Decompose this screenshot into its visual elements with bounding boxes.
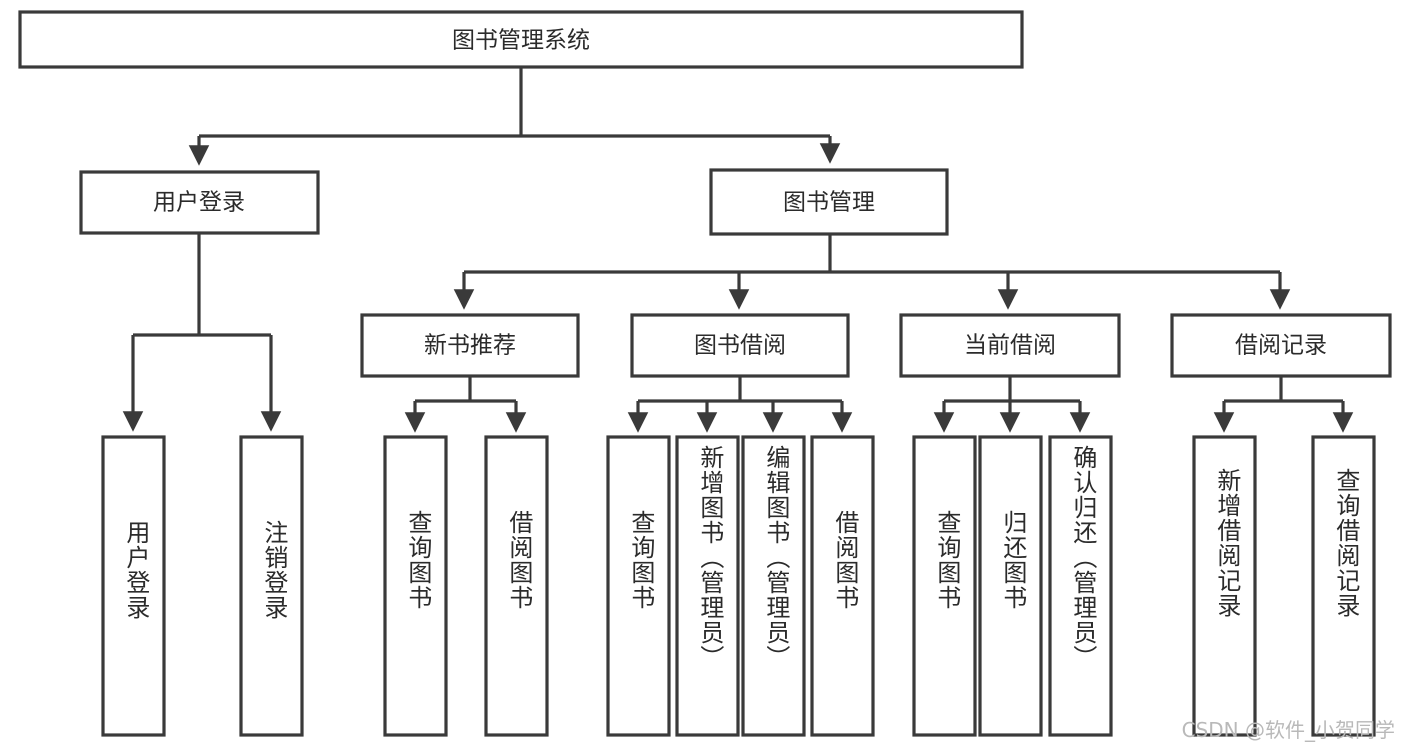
node-user-login[interactable]: 用户登录 xyxy=(79,170,320,235)
node-book-borrow-label: 图书借阅 xyxy=(694,333,786,359)
watermark-text: CSDN @软件_小贺同学 xyxy=(1181,718,1395,742)
node-current-borrow-label: 当前借阅 xyxy=(964,333,1056,359)
node-root-box[interactable] xyxy=(18,10,1024,69)
node-leaf-query-book-3-box[interactable] xyxy=(912,435,977,737)
node-leaf-confirm-return-box[interactable] xyxy=(1048,435,1113,737)
node-user-login-label: 用户登录 xyxy=(153,190,245,216)
link-group-new-book-rec xyxy=(404,376,527,433)
node-leaf-user-login-box[interactable] xyxy=(101,435,166,737)
node-leaf-add-book-box[interactable] xyxy=(675,435,740,737)
link-group-book-borrow xyxy=(627,376,853,433)
node-leaf-borrow-book-2-box[interactable] xyxy=(810,435,875,737)
node-book-borrow-box[interactable] xyxy=(630,313,850,378)
node-borrow-record-label: 借阅记录 xyxy=(1235,333,1327,359)
node-leaf-query-book-1-box[interactable] xyxy=(383,435,448,737)
node-book-manage-box[interactable] xyxy=(709,168,949,236)
node-borrow-record-box[interactable] xyxy=(1170,313,1392,378)
node-borrow-record[interactable]: 借阅记录 xyxy=(1170,313,1392,378)
link-group-book-manage xyxy=(453,234,1291,310)
node-new-book-rec[interactable]: 新书推荐 xyxy=(360,313,580,378)
node-leaf-add-record-box[interactable] xyxy=(1192,435,1257,737)
node-user-login-box[interactable] xyxy=(79,170,320,235)
link-group-user-login xyxy=(122,233,282,432)
node-new-book-rec-box[interactable] xyxy=(360,313,580,378)
node-current-borrow[interactable]: 当前借阅 xyxy=(899,313,1121,378)
node-root[interactable]: 图书管理系统 xyxy=(18,10,1024,69)
node-book-borrow[interactable]: 图书借阅 xyxy=(630,313,850,378)
node-book-manage[interactable]: 图书管理 xyxy=(709,168,949,236)
node-leaf-logout-login-box[interactable] xyxy=(239,435,304,737)
node-book-manage-label: 图书管理 xyxy=(783,190,875,216)
node-leaf-edit-book-box[interactable] xyxy=(741,435,806,737)
node-leaf-borrow-book-1-box[interactable] xyxy=(484,435,549,737)
node-root-label: 图书管理系统 xyxy=(452,28,590,54)
node-new-book-rec-label: 新书推荐 xyxy=(424,333,516,359)
link-group-borrow-record xyxy=(1213,376,1354,433)
node-current-borrow-box[interactable] xyxy=(899,313,1121,378)
node-leaf-return-book-box[interactable] xyxy=(978,435,1043,737)
node-leaf-query-record-box[interactable] xyxy=(1311,435,1376,737)
link-group-root xyxy=(188,67,841,166)
link-group-current-borrow xyxy=(933,376,1091,433)
node-leaf-query-book-2-box[interactable] xyxy=(606,435,671,737)
